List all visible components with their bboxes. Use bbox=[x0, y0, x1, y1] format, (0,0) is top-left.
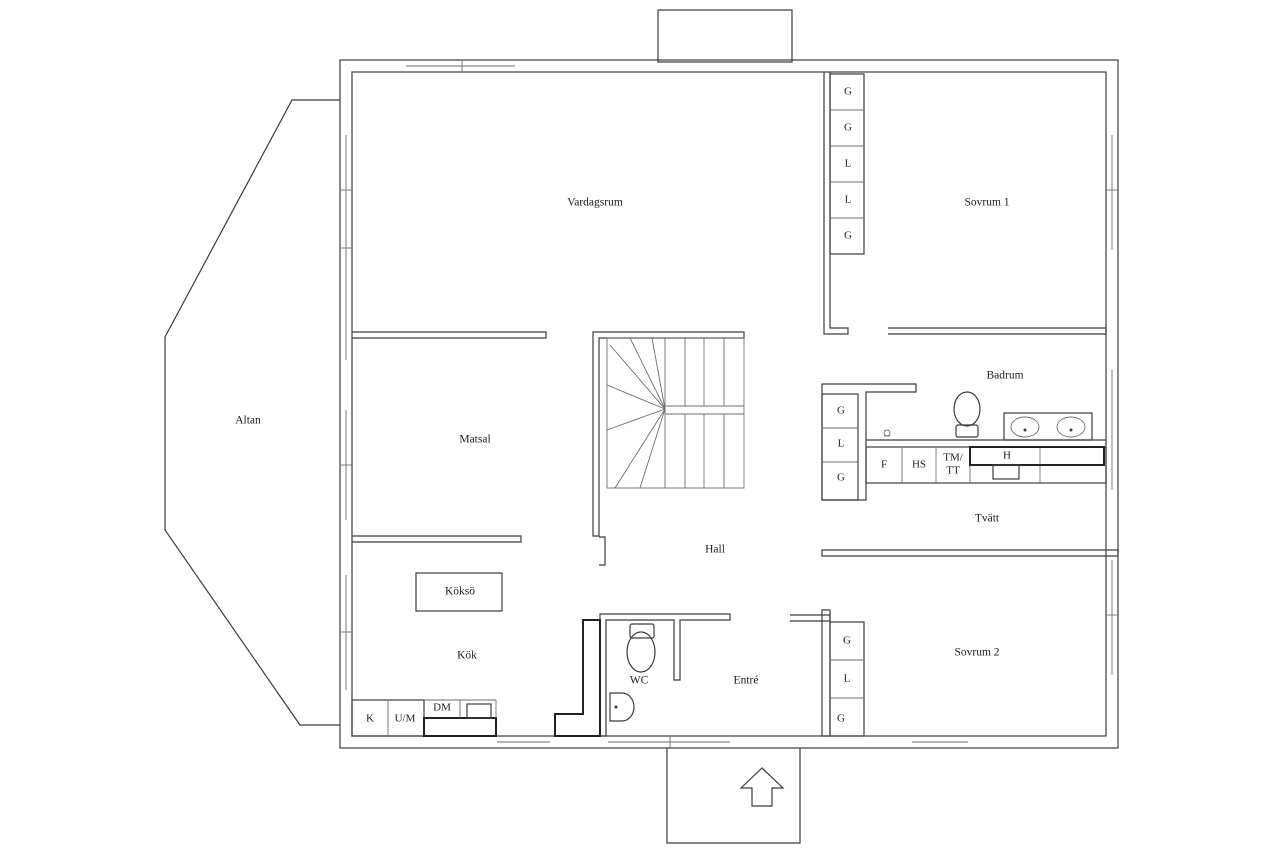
sovrum1-closet-4: L bbox=[845, 194, 852, 206]
appliance-um: U/M bbox=[395, 713, 416, 725]
bathroom-toilet-icon bbox=[953, 391, 981, 427]
hall-closet-3: G bbox=[837, 472, 845, 484]
appliance-f: F bbox=[881, 459, 887, 471]
appliance-hs: HS bbox=[912, 459, 926, 471]
room-vardagsrum: Vardagsrum bbox=[567, 197, 623, 209]
appliance-tmtt-line1: TM/ bbox=[943, 452, 964, 464]
entry-arrow-icon bbox=[739, 767, 785, 807]
room-matsal: Matsal bbox=[459, 434, 490, 446]
wc-sink-icon bbox=[609, 692, 635, 722]
sovrum2-closet-2: L bbox=[844, 673, 851, 685]
appliance-h: H bbox=[1003, 450, 1011, 462]
sovrum2-closet-1: G bbox=[843, 635, 851, 647]
room-entre: Entré bbox=[734, 675, 759, 687]
floor-drain-icon bbox=[883, 429, 891, 437]
appliance-k: K bbox=[366, 713, 374, 725]
sovrum2-closet-3: G bbox=[837, 713, 845, 725]
sovrum2-closets: G L G bbox=[829, 621, 865, 737]
sovrum1-closet-5: G bbox=[844, 230, 852, 242]
laundry-sink-icon bbox=[992, 464, 1020, 480]
sovrum1-closet-1: G bbox=[844, 86, 852, 98]
entrance-porch bbox=[666, 748, 801, 844]
room-badrum: Badrum bbox=[986, 370, 1023, 382]
room-altan: Altan bbox=[235, 415, 261, 427]
room-kok: Kök bbox=[457, 650, 477, 662]
staircase bbox=[606, 337, 745, 489]
chimney bbox=[657, 9, 793, 63]
wc-toilet-icon bbox=[626, 631, 656, 673]
room-wc: WC bbox=[630, 675, 649, 687]
room-sovrum1: Sovrum 1 bbox=[964, 197, 1009, 209]
altan-outline bbox=[164, 99, 340, 726]
hall-closet-2: L bbox=[838, 438, 845, 450]
windows bbox=[340, 60, 1118, 748]
room-hall: Hall bbox=[705, 544, 725, 556]
kitchen-sink-icon bbox=[466, 703, 492, 719]
room-labels: Altan Vardagsrum Sovrum 1 Matsal Badrum … bbox=[235, 197, 1023, 687]
room-kokso: Köksö bbox=[445, 586, 475, 598]
hall-closets: G L G bbox=[821, 393, 859, 501]
sovrum1-closet-3: L bbox=[845, 158, 852, 170]
interior-walls bbox=[352, 72, 1119, 737]
outer-walls bbox=[339, 59, 1119, 749]
room-sovrum2: Sovrum 2 bbox=[954, 647, 999, 659]
appliance-dm: DM bbox=[433, 702, 451, 714]
bathroom-sink-icon bbox=[1003, 412, 1093, 441]
room-tvatt: Tvätt bbox=[975, 513, 1000, 525]
appliance-tmtt-line2: TT bbox=[946, 465, 960, 477]
kitchen-counter: K U/M DM bbox=[351, 699, 497, 737]
wc-fixtures bbox=[609, 623, 656, 722]
sovrum1-closets: G G L L G bbox=[829, 73, 865, 255]
hall-closet-1: G bbox=[837, 405, 845, 417]
kitchen-island bbox=[415, 572, 503, 612]
bathroom-fixtures: F HS TM/ TT H bbox=[865, 391, 1107, 484]
sovrum1-closet-2: G bbox=[844, 122, 852, 134]
